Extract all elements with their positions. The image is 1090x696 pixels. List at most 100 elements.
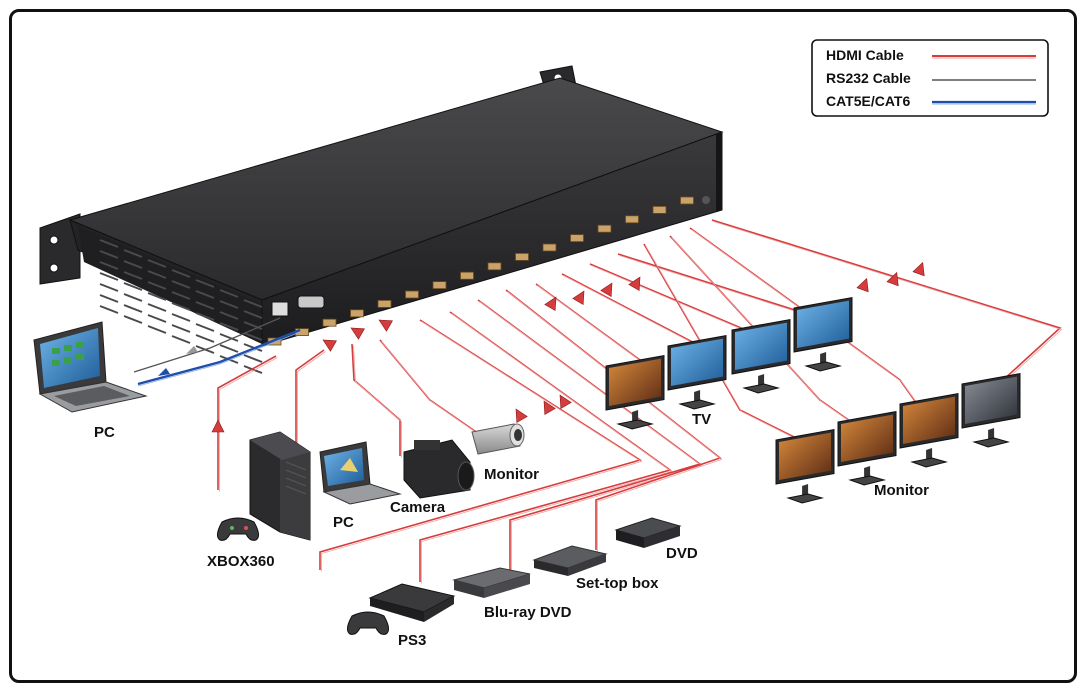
screen-display — [779, 432, 831, 480]
monitor-screen — [899, 392, 959, 468]
direction-arrow — [559, 394, 572, 409]
hdmi-cable-input-highlight — [421, 313, 673, 584]
hdmi-port — [570, 234, 584, 243]
tv-screen — [667, 334, 727, 410]
screen-display — [735, 322, 787, 370]
ethernet-port — [271, 301, 289, 317]
hdmi-cable-input-highlight — [219, 357, 278, 492]
vent-slot — [171, 324, 191, 333]
hdmi-cable-output-highlight — [713, 221, 1063, 394]
hdmi-cable-output — [561, 273, 701, 347]
vent-slot — [243, 332, 263, 341]
legend-item-hdmi: HDMI Cable — [826, 47, 1036, 63]
screen-stand — [864, 466, 871, 478]
label-monitor-cam: Monitor — [484, 466, 539, 483]
hdmi-port — [487, 262, 502, 271]
legend: HDMI Cable RS232 Cable CAT5E/CAT6 — [811, 39, 1049, 117]
label-dvd: DVD — [666, 545, 698, 562]
pc-control-cables — [133, 317, 301, 387]
direction-arrow — [628, 276, 641, 291]
screen-base — [848, 475, 887, 486]
vent-slot — [219, 322, 239, 331]
bluray-player — [452, 567, 531, 598]
vent-slot — [123, 249, 143, 258]
hdmi-cable-input — [319, 319, 642, 570]
label-bluray: Blu-ray DVD — [484, 604, 572, 621]
direction-arrow — [572, 290, 585, 305]
vent-slot — [147, 325, 167, 334]
monitor-screen — [837, 410, 897, 486]
label-xbox: XBOX360 — [207, 553, 275, 570]
vent-slot — [123, 315, 143, 324]
direction-arrow — [350, 327, 365, 340]
screen-stand — [926, 448, 933, 460]
vent-slot — [99, 272, 119, 281]
arrow-head — [628, 276, 641, 291]
vent-slot — [195, 301, 215, 310]
label-tv: TV — [692, 411, 711, 428]
label-ps3: PS3 — [398, 632, 426, 649]
vent-slot — [123, 282, 143, 291]
screen-stand — [802, 484, 809, 496]
gamepad-icon-ps3 — [346, 611, 390, 635]
hdmi-ports — [267, 196, 694, 346]
arrow-head — [912, 261, 925, 277]
hdmi-cable-output — [617, 253, 821, 319]
hdmi-cable-input-highlight — [321, 321, 643, 572]
vent-slot — [243, 299, 263, 308]
dvd-player — [614, 517, 682, 548]
direction-arrow — [211, 419, 225, 433]
vent-slot — [219, 344, 239, 353]
hdmi-cable-input-highlight — [381, 341, 484, 438]
vent-slot — [99, 283, 119, 292]
screen-display — [671, 338, 723, 386]
hdmi-cable-output — [643, 243, 801, 441]
legend-item-rs232: RS232 Cable — [826, 70, 1036, 86]
legend-label-hdmi: HDMI Cable — [826, 47, 904, 63]
arrow-head — [543, 400, 556, 415]
screen-base — [804, 361, 843, 372]
vent-slot — [195, 312, 215, 321]
vent-slot — [171, 269, 191, 278]
arrow-head — [600, 282, 613, 297]
monitor-screen — [961, 372, 1021, 448]
hdmi-cables — [211, 219, 1063, 584]
ps3 — [368, 583, 456, 622]
direction-arrow — [544, 296, 557, 311]
arrow-head — [559, 394, 572, 409]
hdmi-port — [652, 205, 667, 214]
direction-arrow — [886, 271, 899, 287]
monitor-group — [775, 372, 1021, 504]
direction-arrow — [600, 282, 613, 297]
hdmi-port — [460, 271, 474, 280]
screen-stand — [820, 352, 827, 364]
screen-display — [841, 414, 893, 462]
vent-slot — [99, 294, 119, 303]
hdmi-cable-output-highlight — [537, 285, 642, 362]
legend-item-cat: CAT5E/CAT6 — [826, 93, 1036, 109]
arrow-head — [856, 277, 869, 293]
tv-screen — [793, 296, 853, 372]
vent-slot — [123, 304, 143, 313]
hdmi-port — [432, 281, 447, 290]
vent-slot — [219, 300, 239, 309]
vent-slot — [99, 250, 119, 259]
vent-slot — [219, 333, 239, 342]
hdmi-port — [542, 243, 557, 252]
vent-slot — [99, 261, 119, 270]
screen-base — [786, 493, 825, 504]
label-pc-small: PC — [333, 514, 354, 531]
screen-base — [972, 437, 1011, 448]
direction-arrow — [912, 261, 925, 277]
arrow-head — [515, 408, 528, 423]
hdmi-port — [350, 309, 364, 318]
vent-slot — [171, 335, 191, 344]
screen-base — [616, 419, 655, 430]
hdmi-cable-output — [711, 219, 1062, 393]
vent-slot — [243, 310, 263, 319]
direction-arrow — [322, 339, 337, 352]
camcorder — [403, 439, 475, 499]
vent-slot — [195, 290, 215, 299]
direction-arrow — [856, 277, 869, 293]
